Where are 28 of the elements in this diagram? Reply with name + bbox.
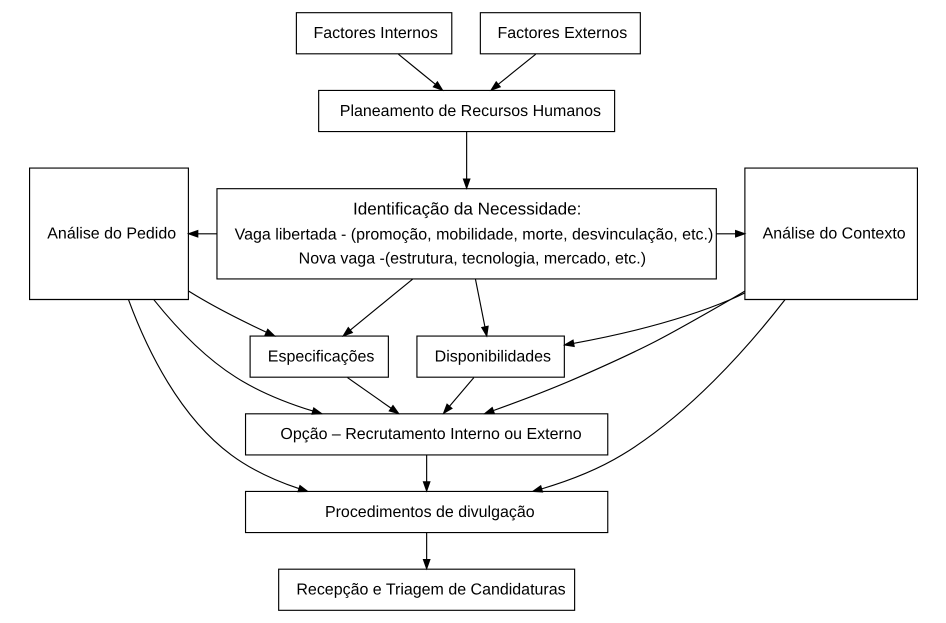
arrow bbox=[128, 300, 309, 492]
arrow bbox=[462, 132, 470, 190]
arrow bbox=[152, 299, 323, 415]
node-box: Análise do Pedido bbox=[28, 168, 188, 300]
node-box: Identificação da Necessidade: Vaga libertada - (promoção, mobilidade, morte, desvinculação, etc.) Nova vaga -(estrutura, tecnologia, mercado, etc.) bbox=[216, 188, 716, 280]
node-box: Análise do Contexto bbox=[744, 168, 918, 300]
node-box: Recepção e Triagem de Candidaturas bbox=[278, 568, 575, 611]
arrow bbox=[489, 54, 536, 92]
node-box: Planeamento de Recursos Humanos bbox=[318, 90, 615, 132]
node-box: Opção – Recrutamento Interno ou Externo bbox=[244, 413, 608, 456]
arrow bbox=[530, 299, 785, 493]
arrow bbox=[398, 54, 444, 92]
arrow bbox=[422, 455, 430, 493]
arrow bbox=[442, 377, 474, 415]
node-box: Procedimentos de divulgação bbox=[244, 490, 608, 534]
arrow bbox=[422, 533, 430, 570]
arrow bbox=[474, 279, 488, 338]
node-box: Factores Externos bbox=[479, 12, 640, 54]
node-box: Factores Internos bbox=[295, 12, 452, 54]
arrow bbox=[716, 230, 746, 238]
arrow bbox=[341, 278, 412, 337]
arrow bbox=[186, 230, 216, 238]
arrow bbox=[346, 377, 400, 415]
node-box: Disponibilidades bbox=[416, 336, 564, 378]
arrow bbox=[562, 292, 744, 348]
arrow bbox=[482, 290, 745, 414]
arrow bbox=[188, 290, 276, 337]
node-box: Especificações bbox=[249, 336, 388, 378]
